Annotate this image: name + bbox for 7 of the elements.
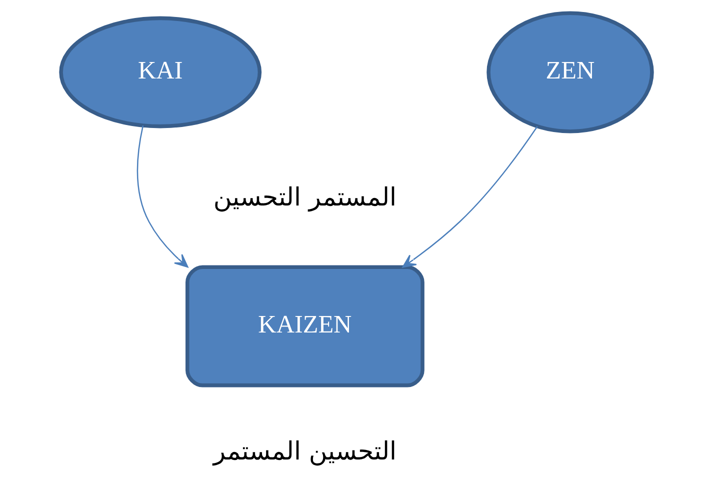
- arrow: [402, 126, 538, 268]
- label: التحسين المستمر: [213, 436, 396, 466]
- label: المستمر التحسين: [213, 182, 396, 212]
- node-ellipse: KAI: [59, 16, 262, 128]
- arrow: [136, 125, 188, 268]
- node-ellipse: ZEN: [486, 11, 654, 134]
- node-box: KAIZEN: [186, 265, 424, 388]
